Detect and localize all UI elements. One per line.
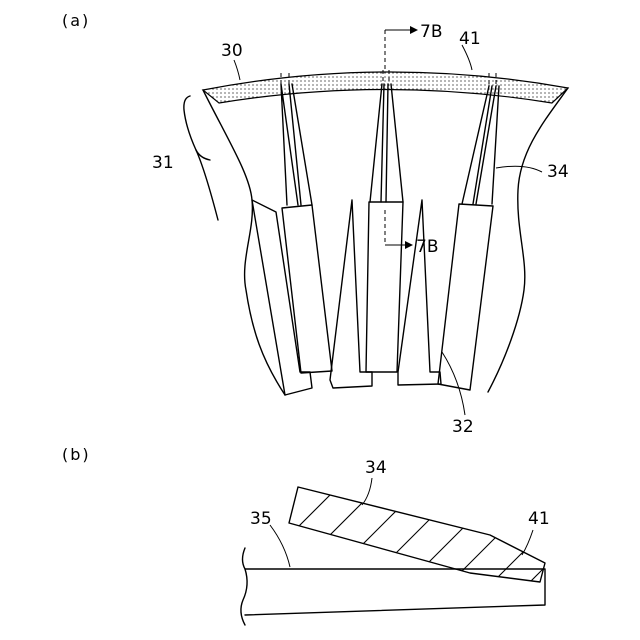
ref-label-34-a: 34: [547, 162, 569, 182]
leader-41-b: [522, 530, 533, 555]
leader-32: [442, 352, 465, 415]
cut-label-bottom: 7B: [416, 237, 438, 257]
ref-label-30: 30: [221, 41, 243, 61]
section-a-label: (a): [62, 11, 90, 30]
coil-block-left: [282, 205, 332, 373]
cut-label-top: 7B: [420, 22, 442, 42]
brace-31: [184, 96, 218, 220]
lead-center: [370, 84, 403, 202]
ref-label-31: 31: [152, 153, 174, 173]
hatch-lines: [290, 490, 575, 587]
leader-30: [234, 60, 240, 80]
tooth-right: [398, 200, 441, 385]
leader-34-b: [362, 478, 372, 505]
core-body-right-edge: [488, 88, 568, 392]
core-body-left-edge: [203, 90, 285, 395]
section-cut-arrowhead-bottom: [405, 241, 413, 249]
lead-left: [281, 84, 312, 205]
leader-35: [270, 525, 290, 567]
ref-label-35: 35: [250, 509, 272, 529]
ref-label-41-a: 41: [459, 29, 481, 49]
base-plate-break: [241, 548, 247, 625]
tooth-left: [252, 200, 312, 395]
ref-label-41-b: 41: [528, 509, 550, 529]
ref-label-34-b: 34: [365, 458, 387, 478]
base-plate: [245, 569, 545, 615]
ref-label-32: 32: [452, 417, 474, 437]
section-cut-arrowhead-top: [410, 26, 418, 34]
yoke-band: [203, 72, 568, 103]
coil-block-right: [438, 204, 493, 390]
lead-right: [462, 86, 499, 204]
leader-34-a: [496, 166, 542, 172]
section-b-label: (b): [62, 445, 91, 464]
